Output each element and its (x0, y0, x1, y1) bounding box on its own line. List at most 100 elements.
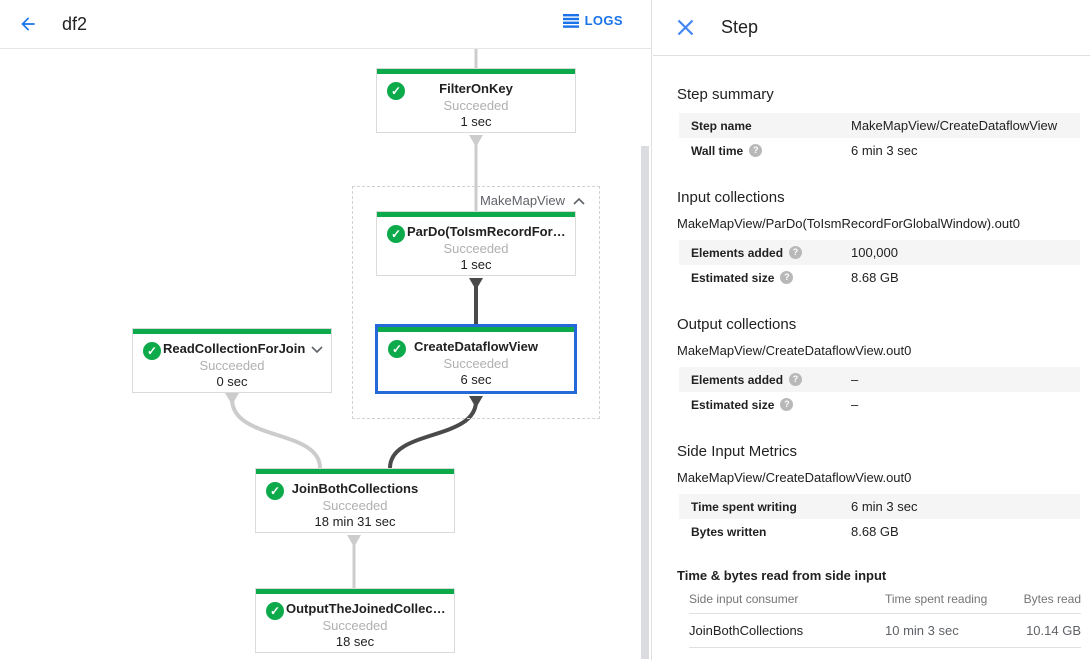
kv-label-text: Estimated size (691, 270, 775, 285)
node-status: Succeeded (443, 241, 509, 256)
chevron-down-icon[interactable] (311, 341, 323, 359)
group-makemapview: MakeMapView (352, 186, 600, 419)
node-filteronkey[interactable]: ✓ FilterOnKey Succeeded 1 sec (376, 68, 576, 133)
help-icon[interactable]: ? (749, 144, 763, 157)
kv-value: 8.68 GB (851, 270, 899, 285)
step-summary-rows: Step name MakeMapView/CreateDataflowView… (679, 113, 1080, 163)
logs-icon (562, 13, 579, 28)
step-detail-panel: Step Step summary Step name MakeMapView/… (653, 0, 1090, 660)
table-header-row: Side input consumer Time spent reading B… (689, 585, 1081, 614)
graph-scrollbar[interactable] (641, 146, 649, 659)
kv-row-wall-time: Wall time? 6 min 3 sec (679, 138, 1080, 163)
cell-consumer: JoinBothCollections (689, 613, 885, 648)
node-status: Succeeded (443, 356, 509, 371)
output-collections-rows: Elements added? – Estimated size? – (679, 367, 1080, 417)
node-title: ParDo(ToIsmRecordFor… (407, 224, 566, 239)
group-makemapview-toggle[interactable]: MakeMapView (480, 193, 585, 208)
node-status: Succeeded (322, 618, 388, 633)
kv-label-text: Bytes written (691, 524, 767, 539)
success-check-icon: ✓ (387, 225, 405, 243)
kv-row-time-spent-writing: Time spent writing 6 min 3 sec (679, 494, 1080, 519)
success-check-icon: ✓ (143, 342, 161, 360)
section-heading-step-summary: Step summary (677, 86, 774, 103)
kv-label-text: Elements added (691, 245, 784, 260)
output-collection-name: MakeMapView/CreateDataflowView.out0 (677, 343, 912, 358)
kv-row-elements-added: Elements added? 100,000 (679, 240, 1080, 265)
side-input-metrics-rows: Time spent writing 6 min 3 sec Bytes wri… (679, 494, 1080, 544)
node-duration: 18 min 31 sec (314, 514, 396, 529)
graph-column: df2 LOGS (0, 0, 652, 660)
node-status-bar (256, 469, 454, 474)
node-duration: 1 sec (460, 257, 492, 272)
section-heading-side-input-metrics: Side Input Metrics (677, 443, 798, 460)
col-time-spent-reading: Time spent reading (885, 585, 1003, 614)
kv-row-bytes-written: Bytes written 8.68 GB (679, 519, 1080, 544)
node-pardo-toismrecord[interactable]: ✓ ParDo(ToIsmRecordFor… Succeeded 1 sec (376, 211, 576, 276)
node-readcollectionforjoin[interactable]: ✓ ReadCollectionForJoin Succeeded 0 sec (132, 328, 332, 393)
node-title: JoinBothCollections (291, 481, 419, 496)
success-check-icon: ✓ (266, 482, 284, 500)
help-icon[interactable]: ? (780, 398, 794, 411)
node-status-bar (377, 69, 575, 74)
node-joinbothcollections[interactable]: ✓ JoinBothCollections Succeeded 18 min 3… (255, 468, 455, 533)
back-button[interactable] (16, 12, 40, 36)
back-arrow-icon (21, 17, 35, 31)
logs-button[interactable]: LOGS (562, 13, 623, 28)
node-outputthejoinedcollection[interactable]: ✓ OutputTheJoinedCollec… Succeeded 18 se… (255, 588, 455, 653)
node-createdataflowview-selected[interactable]: ✓ CreateDataflowView Succeeded 6 sec (375, 324, 577, 394)
node-title: OutputTheJoinedCollec… (286, 601, 446, 616)
node-status-bar (133, 329, 331, 334)
kv-label-text: Elements added (691, 372, 784, 387)
kv-row-estimated-size: Estimated size? – (679, 392, 1080, 417)
panel-body: Step summary Step name MakeMapView/Creat… (653, 56, 1090, 648)
node-title: FilterOnKey (439, 81, 513, 96)
input-collections-rows: Elements added? 100,000 Estimated size? … (679, 240, 1080, 290)
node-duration: 1 sec (460, 114, 492, 129)
side-input-table: Side input consumer Time spent reading B… (689, 585, 1081, 648)
kv-value: MakeMapView/CreateDataflowView (851, 118, 1058, 133)
kv-label-text: Step name (691, 118, 752, 133)
kv-row-estimated-size: Estimated size? 8.68 GB (679, 265, 1080, 290)
node-status: Succeeded (443, 98, 509, 113)
node-title: CreateDataflowView (413, 339, 539, 354)
kv-value: – (851, 397, 859, 412)
node-duration: 0 sec (216, 374, 248, 389)
node-status-bar (256, 589, 454, 594)
node-status: Succeeded (199, 358, 265, 373)
cell-time-reading: 10 min 3 sec (885, 613, 1003, 648)
kv-value: 8.68 GB (851, 524, 899, 539)
panel-title: Step (721, 17, 759, 37)
success-check-icon: ✓ (388, 340, 406, 358)
node-title: ReadCollectionForJoin (163, 341, 306, 356)
success-check-icon: ✓ (266, 602, 284, 620)
kv-value: 6 min 3 sec (851, 499, 918, 514)
success-check-icon: ✓ (387, 82, 405, 100)
help-icon[interactable]: ? (789, 246, 803, 259)
kv-row-elements-added: Elements added? – (679, 367, 1080, 392)
help-icon[interactable]: ? (789, 373, 803, 386)
kv-label-text: Wall time (691, 143, 744, 158)
top-bar: df2 LOGS (0, 0, 651, 49)
chevron-up-icon (573, 197, 585, 205)
node-status: Succeeded (322, 498, 388, 513)
graph-edges (225, 49, 483, 588)
kv-value: 6 min 3 sec (851, 143, 918, 158)
node-status-bar (377, 212, 575, 217)
close-panel-button[interactable] (673, 16, 697, 40)
kv-row-step-name: Step name MakeMapView/CreateDataflowView (679, 113, 1080, 138)
section-heading-output-collections: Output collections (677, 316, 797, 333)
col-side-input-consumer: Side input consumer (689, 585, 885, 614)
cell-bytes-read: 10.14 GB (1003, 613, 1081, 648)
logs-label: LOGS (584, 13, 623, 28)
panel-header: Step (653, 0, 1090, 56)
group-label: MakeMapView (479, 193, 565, 208)
help-icon[interactable]: ? (780, 271, 794, 284)
node-status-bar (378, 327, 574, 332)
kv-value: – (851, 372, 859, 387)
table-row: JoinBothCollections 10 min 3 sec 10.14 G… (689, 613, 1081, 648)
kv-label-text: Time spent writing (691, 499, 797, 514)
pipeline-canvas[interactable]: MakeMapView ✓ FilterOnKey Succeeded 1 se… (0, 49, 651, 659)
side-input-collection-name: MakeMapView/CreateDataflowView.out0 (677, 470, 912, 485)
section-heading-input-collections: Input collections (677, 189, 785, 206)
